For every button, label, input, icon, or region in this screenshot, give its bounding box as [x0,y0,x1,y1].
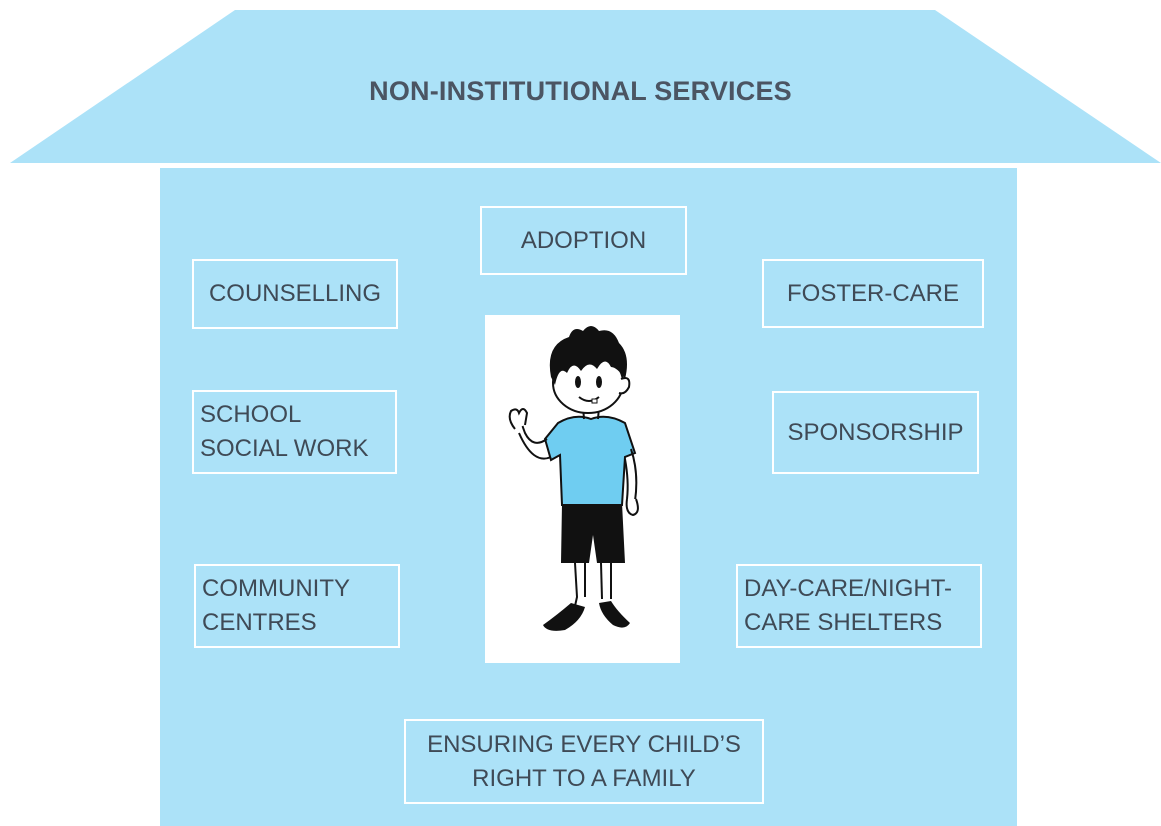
foster-care-box: FOSTER-CARE [762,259,984,328]
day-night-care-line-2: CARE SHELTERS [744,609,943,636]
adoption-box: ADOPTION [480,206,687,275]
day-night-care-box: DAY-CARE/NIGHT- CARE SHELTERS [736,564,982,648]
adoption-label: ADOPTION [520,226,647,254]
child-illustration-panel [485,315,680,663]
school-social-work-box: SCHOOL SOCIAL WORK [192,390,397,474]
community-centres-line-2: CENTRES [202,609,317,636]
community-centres-line-1: COMMUNITY [202,575,350,602]
school-social-work-line-1: SCHOOL [200,401,302,428]
sponsorship-label: SPONSORSHIP [787,418,964,446]
community-centres-box: COMMUNITY CENTRES [194,564,400,648]
counselling-box: COUNSELLING [192,259,398,329]
house-roof [10,10,1161,163]
school-social-work-line-2: SOCIAL WORK [200,435,369,462]
goal-line-1: ENSURING EVERY CHILD’S [427,730,741,758]
counselling-label: COUNSELLING [208,280,382,307]
foster-care-label: FOSTER-CARE [786,279,959,307]
goal-line-2: RIGHT TO A FAMILY [472,764,696,792]
goal-box: ENSURING EVERY CHILD’S RIGHT TO A FAMILY [404,719,764,804]
sponsorship-box: SPONSORSHIP [772,391,979,474]
child-waving-icon [508,326,639,631]
day-night-care-line-1: DAY-CARE/NIGHT- [744,575,953,602]
diagram-title: NON-INSTITUTIONAL SERVICES [369,76,792,106]
